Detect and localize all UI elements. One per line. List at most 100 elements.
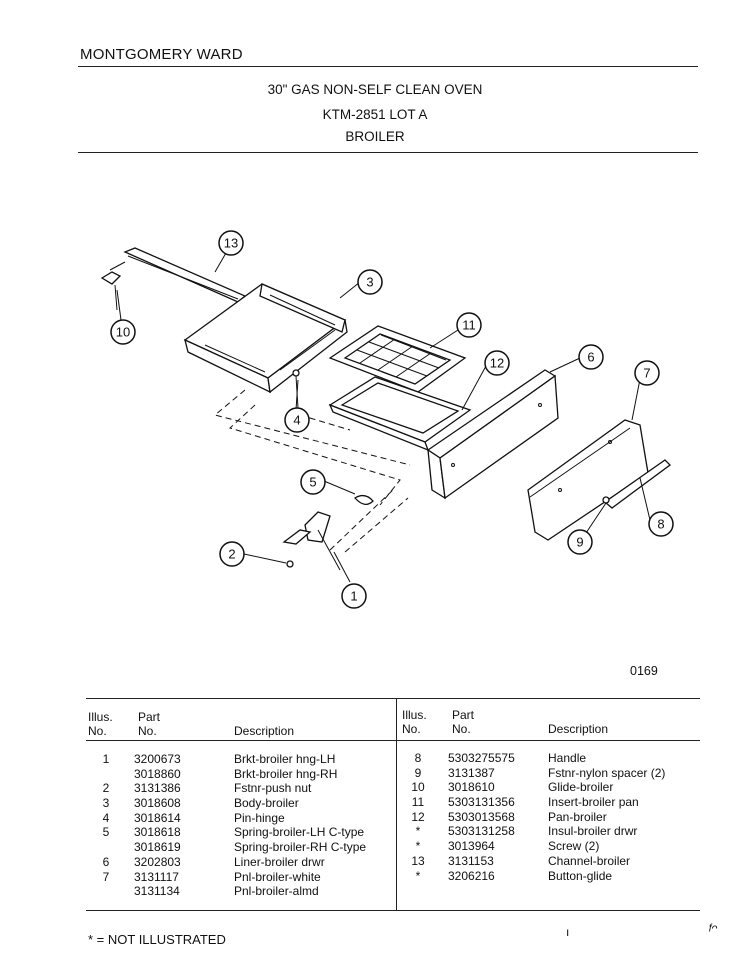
table-cell: *	[415, 824, 421, 839]
part-7-panel	[527, 419, 649, 541]
table-cell: 3013964	[448, 839, 495, 854]
svg-text:7: 7	[643, 366, 650, 381]
table-cell: 3018860	[134, 766, 181, 781]
left-illus-col: 1 2 3 4 5 6 7	[96, 752, 116, 899]
table-cell: Fstnr-nylon spacer (2)	[548, 765, 666, 780]
table-cell: 10	[411, 780, 425, 795]
table-cell: Handle	[548, 751, 587, 765]
stray-mark: ı	[566, 925, 570, 939]
callout-2: 2	[219, 541, 245, 567]
svg-text:2: 2	[228, 547, 235, 562]
table-cell: 5	[102, 825, 110, 840]
callout-6: 6	[578, 344, 604, 370]
svg-text:12: 12	[490, 356, 504, 371]
table-cell: Fstnr-push nut	[234, 781, 312, 796]
table-cell: *	[415, 839, 421, 854]
table-cell: Spring-broiler-LH C-type	[234, 825, 365, 840]
table-header-rule	[86, 740, 700, 741]
callout-12: 12	[484, 350, 510, 376]
table-cell: 5303013568	[448, 809, 515, 824]
table-cell: 1	[102, 752, 110, 766]
not-illustrated-note: * = NOT ILLUSTRATED	[88, 932, 226, 947]
table-cell: Pan-broiler	[548, 809, 607, 824]
callout-4: 4	[284, 407, 310, 433]
table-cell: 5303275575	[448, 751, 515, 765]
col-header-illus-right: Illus.No.	[402, 708, 427, 736]
callout-9: 9	[567, 529, 593, 555]
part-9-spacer	[602, 496, 610, 504]
callout-13: 13	[218, 230, 244, 256]
table-cell: 3202803	[134, 854, 181, 869]
table-cell: 3018608	[134, 796, 181, 811]
col-header-illus: Illus.No.	[88, 710, 113, 738]
handwritten-mark: ᶠᵔ	[708, 922, 718, 939]
svg-text:5: 5	[309, 475, 316, 490]
table-cell: 3018618	[134, 825, 181, 840]
svg-text:4: 4	[293, 413, 300, 428]
col-header-description: Description	[234, 724, 295, 738]
part-drawings	[100, 245, 671, 583]
part-8-handle	[603, 459, 671, 509]
diagram-code: 0169	[630, 664, 658, 678]
table-cell: 6	[102, 854, 110, 869]
left-desc-col: Brkt-broiler hng-LH Brkt-broiler hng-RH …	[234, 752, 366, 899]
col-header-description-right: Description	[548, 722, 609, 736]
table-left: 1 2 3 4 5 6 7 3200673 3018860 3131386 30…	[0, 752, 396, 902]
table-cell: 9	[414, 765, 422, 780]
table-cell	[96, 767, 116, 782]
table-cell: Channel-broiler	[548, 853, 631, 868]
table-cell: 11	[411, 795, 425, 810]
svg-text:13: 13	[224, 236, 238, 251]
svg-text:6: 6	[587, 350, 594, 365]
table-cell	[96, 884, 116, 899]
table-cell: Insul-broiler drwr	[548, 824, 638, 839]
right-illus-col: 8 9 10 11 12 * * 13 *	[408, 751, 428, 883]
table-cell: Insert-broiler pan	[548, 795, 639, 810]
svg-text:8: 8	[657, 517, 664, 532]
table-top-rule	[86, 698, 700, 700]
table-cell: 3131387	[448, 765, 495, 780]
callout-1: 1	[341, 583, 367, 609]
callout-8: 8	[648, 511, 674, 537]
table-cell: Body-broiler	[234, 796, 299, 811]
svg-text:3: 3	[366, 275, 373, 290]
part-1-bracket	[304, 511, 331, 543]
title-line-1: 30" GAS NON-SELF CLEAN OVEN	[267, 82, 483, 97]
table-right: 8 9 10 11 12 * * 13 * 5303275575 3131387…	[396, 751, 726, 901]
right-part-col: 5303275575 3131387 3018610 5303131356 53…	[448, 751, 515, 883]
svg-text:9: 9	[576, 535, 583, 550]
table-cell: 8	[414, 751, 422, 765]
table-cell: 3018614	[134, 810, 181, 825]
table-bottom-rule	[86, 910, 700, 911]
table-cell: 7	[102, 869, 110, 884]
table-cell: Button-glide	[548, 868, 613, 883]
part-13-channel	[123, 247, 247, 303]
table-cell: 3131386	[134, 781, 181, 796]
table-cell: 5303131356	[448, 795, 515, 810]
table-cell: Screw (2)	[548, 839, 600, 854]
part-2-push-nut	[286, 560, 294, 568]
table-cell: Glide-broiler	[548, 780, 614, 795]
table-cell: Pnl-broiler-almd	[234, 884, 319, 899]
right-desc-col: Handle Fstnr-nylon spacer (2) Glide-broi…	[548, 751, 665, 883]
table-cell: 3131134	[134, 884, 180, 899]
table-cell: 4	[102, 810, 110, 825]
table-cell: 3018610	[448, 780, 495, 795]
callout-3: 3	[357, 269, 383, 295]
callout-7: 7	[634, 360, 660, 386]
svg-text:10: 10	[116, 325, 130, 340]
table-cell: 5303131258	[448, 824, 515, 839]
title-line-2: KTM-2851 LOT A	[322, 107, 428, 122]
table-cell: 3	[102, 796, 110, 811]
svg-text:1: 1	[350, 589, 357, 604]
broiler-exploded-diagram: 1 2 3 4 5 6 7 8 9 10 11 12 13	[100, 230, 674, 609]
table-cell: 13	[411, 853, 425, 868]
table-cell: 3206216	[448, 868, 495, 883]
callout-5: 5	[300, 469, 326, 495]
table-cell: Brkt-broiler hng-LH	[234, 752, 336, 766]
table-cell: 3200673	[134, 752, 181, 766]
table-cell: *	[415, 868, 421, 883]
table-cell: 3131153	[448, 853, 494, 868]
